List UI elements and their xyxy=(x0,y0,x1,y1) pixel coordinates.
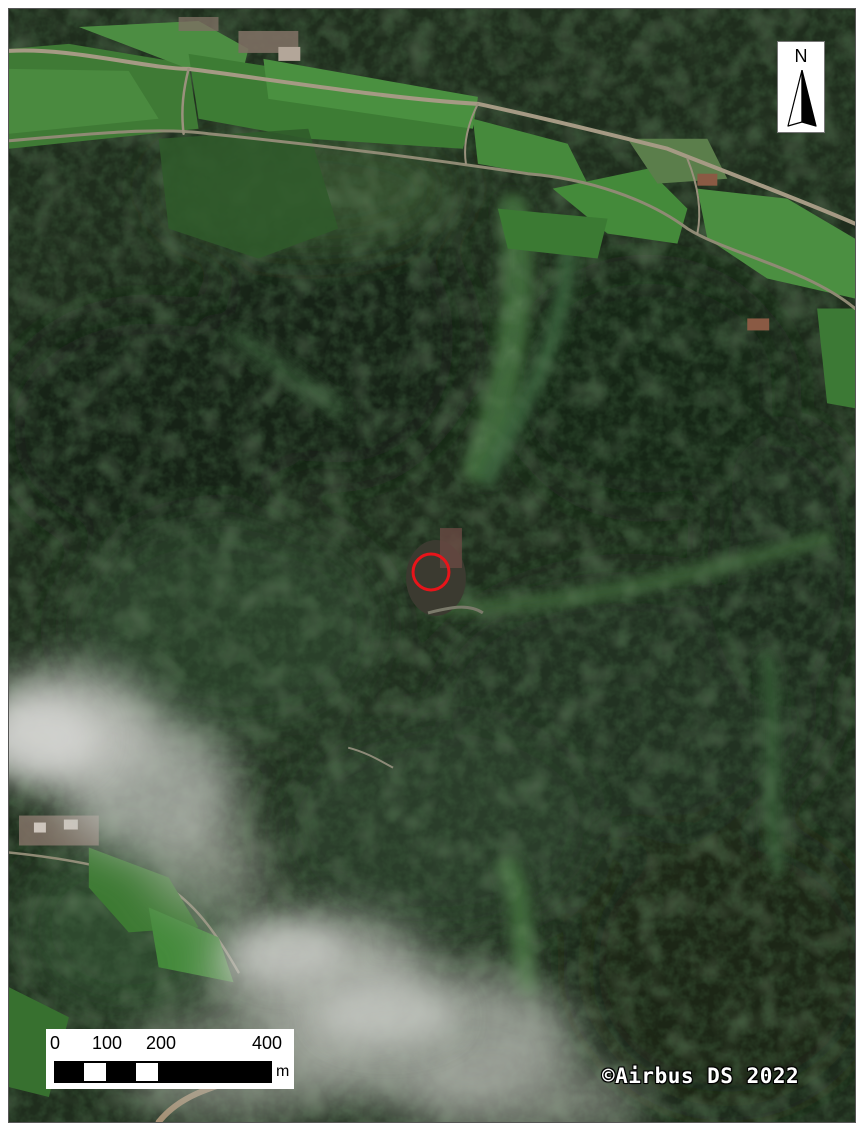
satellite-imagery xyxy=(9,9,855,1122)
scale-segment-1 xyxy=(54,1061,84,1083)
scale-bar: 0 100 200 400 m xyxy=(46,1029,294,1089)
imagery-credit: ©Airbus DS 2022 xyxy=(602,1064,800,1088)
scale-tick-100: 100 xyxy=(92,1033,123,1053)
scale-tick-0: 0 xyxy=(50,1033,61,1053)
scale-segment-5 xyxy=(158,1061,272,1083)
north-arrow-icon xyxy=(787,70,817,127)
satellite-map[interactable] xyxy=(8,8,856,1123)
location-marker[interactable] xyxy=(411,552,451,592)
scale-segment-2 xyxy=(82,1061,108,1083)
north-arrow: N xyxy=(777,41,825,133)
scale-tick-200: 200 xyxy=(146,1033,177,1053)
scale-tick-400: 400 xyxy=(252,1033,283,1053)
north-label: N xyxy=(794,46,808,66)
scale-unit: m xyxy=(276,1063,290,1080)
scale-segment-4 xyxy=(134,1061,160,1083)
scale-segment-3 xyxy=(106,1061,136,1083)
